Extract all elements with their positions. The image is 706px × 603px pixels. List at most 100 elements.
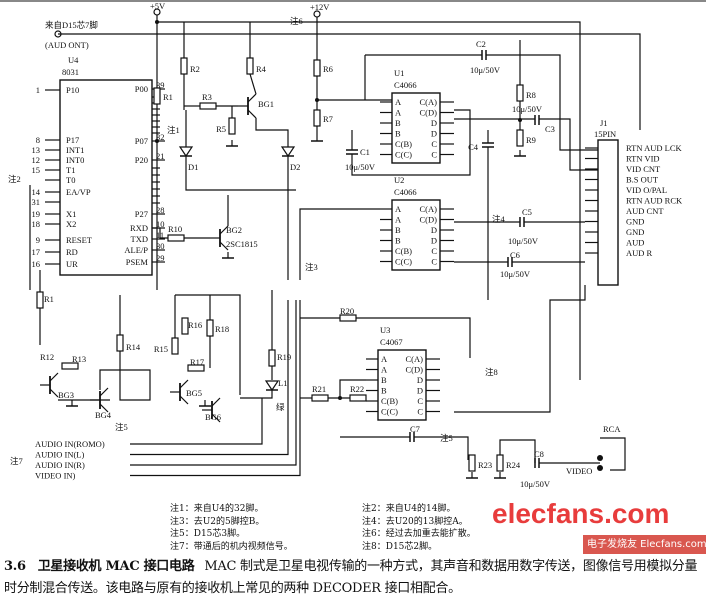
- j1-pin-label: RTN AUD RCK: [626, 196, 683, 206]
- ic-pin-name: C: [431, 150, 437, 160]
- top-rule: [0, 0, 706, 2]
- wire: [152, 227, 168, 239]
- u4-pin-number: 13: [32, 145, 41, 155]
- label-note2: 注2: [8, 174, 21, 184]
- label-r17: R17: [190, 357, 204, 367]
- label-12v: +12V: [310, 2, 330, 12]
- label-d1: D1: [188, 162, 198, 172]
- wire: [130, 398, 263, 445]
- resistor: [199, 102, 217, 110]
- label-note4: 注4: [492, 214, 506, 224]
- u4-pin-name: INT1: [66, 145, 84, 155]
- label-bg3: BG3: [58, 390, 74, 400]
- wire: [247, 109, 257, 119]
- note: 注3：去U2的5脚控B。: [170, 516, 265, 527]
- u4-pin-number: 28: [156, 205, 165, 215]
- wire: [130, 300, 297, 466]
- label-c3-value: 10μ/50V: [512, 104, 543, 114]
- label-r22: R22: [350, 384, 364, 394]
- u4-pin-number: 32: [156, 132, 165, 142]
- label-r10: R10: [168, 224, 182, 234]
- u4-pin-name: EA/VP: [66, 187, 91, 197]
- label-note7: 注7: [10, 456, 23, 466]
- ic-u3: [377, 349, 427, 421]
- label-r13: R13: [72, 354, 86, 364]
- u4-pin-name: P00: [135, 84, 148, 94]
- label-bg2: BG2: [226, 225, 242, 235]
- resistor: [171, 337, 179, 355]
- wire: [49, 372, 59, 382]
- ic-pin-name: C: [431, 246, 437, 256]
- label-d2: D2: [290, 162, 300, 172]
- ic-pin-name: A: [395, 108, 402, 118]
- section-body: MAC 制式是卫星电视传输的一种方式，其声音和数据用数字传送，图像信号用模拟分量…: [4, 559, 698, 596]
- label-r9: R9: [526, 135, 536, 145]
- u4-pin-number: 14: [32, 187, 41, 197]
- j1-pin-label: AUD CNT: [626, 206, 664, 216]
- resistor: [468, 454, 476, 472]
- u4-pin-number: 19: [32, 209, 41, 219]
- j1-pin-label: RTN VID: [626, 154, 660, 164]
- label-r21: R21: [312, 384, 326, 394]
- wire: [99, 403, 109, 413]
- resistor: [311, 394, 329, 402]
- ic-pin-name: B: [381, 386, 387, 396]
- wire: [247, 93, 257, 103]
- watermark: elecfans.com: [492, 498, 670, 529]
- label-u1: U1: [394, 68, 404, 78]
- diode: [178, 146, 194, 158]
- u4-pin-name: X1: [66, 209, 76, 219]
- ic-pin-name: C(D): [420, 215, 438, 225]
- note: 注1：来自U4的32脚。: [170, 504, 264, 514]
- label-r3: R3: [202, 92, 212, 102]
- label-bg6: BG6: [205, 412, 221, 422]
- wire: [351, 109, 471, 176]
- resistor: [206, 319, 214, 337]
- label-r1: R1: [163, 92, 173, 102]
- ic-pin-name: C: [431, 139, 437, 149]
- u4-pin-name: P10: [66, 85, 79, 95]
- ic-pin-name: A: [395, 97, 402, 107]
- u4-pin-name: P27: [135, 209, 148, 219]
- label-l1: L1: [278, 378, 287, 388]
- u4-pin-number: 10: [156, 219, 165, 229]
- u4-pin-name: P20: [135, 155, 148, 165]
- diode: [264, 380, 280, 392]
- wire: [175, 294, 241, 395]
- wire: [130, 300, 289, 456]
- wire: [211, 413, 221, 423]
- label-r5: R5: [216, 124, 226, 134]
- u4-pin-name: UR: [66, 259, 78, 269]
- audio-input-label: AUDIO IN(L): [35, 450, 85, 460]
- note: 注2：来自U4的14脚。: [362, 504, 456, 514]
- label-r19: R19: [277, 352, 291, 362]
- label-c2-value: 10μ/50V: [470, 65, 501, 75]
- label-from-d15: 来自D15芯7脚: [45, 20, 98, 30]
- wire: [249, 73, 257, 95]
- ic-pin-name: C(C): [395, 150, 412, 160]
- u4-pin-number: 8: [36, 135, 40, 145]
- resistor: [313, 59, 321, 77]
- u4-pin-name: X2: [66, 219, 76, 229]
- label-r8: R8: [526, 90, 536, 100]
- u4-pin-number: 17: [32, 247, 41, 257]
- label-u2: U2: [394, 175, 404, 185]
- ic-pin-name: D: [431, 129, 437, 139]
- label-note5b: 注5: [440, 433, 453, 443]
- resistor: [496, 454, 504, 472]
- wire: [179, 379, 189, 389]
- label-bg4: BG4: [95, 410, 112, 420]
- label-r18: R18: [215, 324, 229, 334]
- notes-left: 注1：来自U4的32脚。 注3：去U2的5脚控B。 注5：D15芯3脚。 注7：…: [170, 503, 293, 553]
- label-ic-u2-type: C4066: [394, 187, 417, 197]
- ic-pin-name: C: [417, 407, 423, 417]
- label-c5: C5: [522, 207, 532, 217]
- wire: [219, 225, 229, 235]
- u4-pin-number: 16: [32, 259, 41, 269]
- ic-pin-name: C(B): [381, 396, 398, 406]
- j1-pin-label: GND: [626, 217, 644, 227]
- label-j1: J1: [600, 118, 608, 128]
- ic-pin-name: B: [395, 129, 401, 139]
- j1-pin-label: B.S OUT: [626, 175, 659, 185]
- ic-pin-name: B: [395, 225, 401, 235]
